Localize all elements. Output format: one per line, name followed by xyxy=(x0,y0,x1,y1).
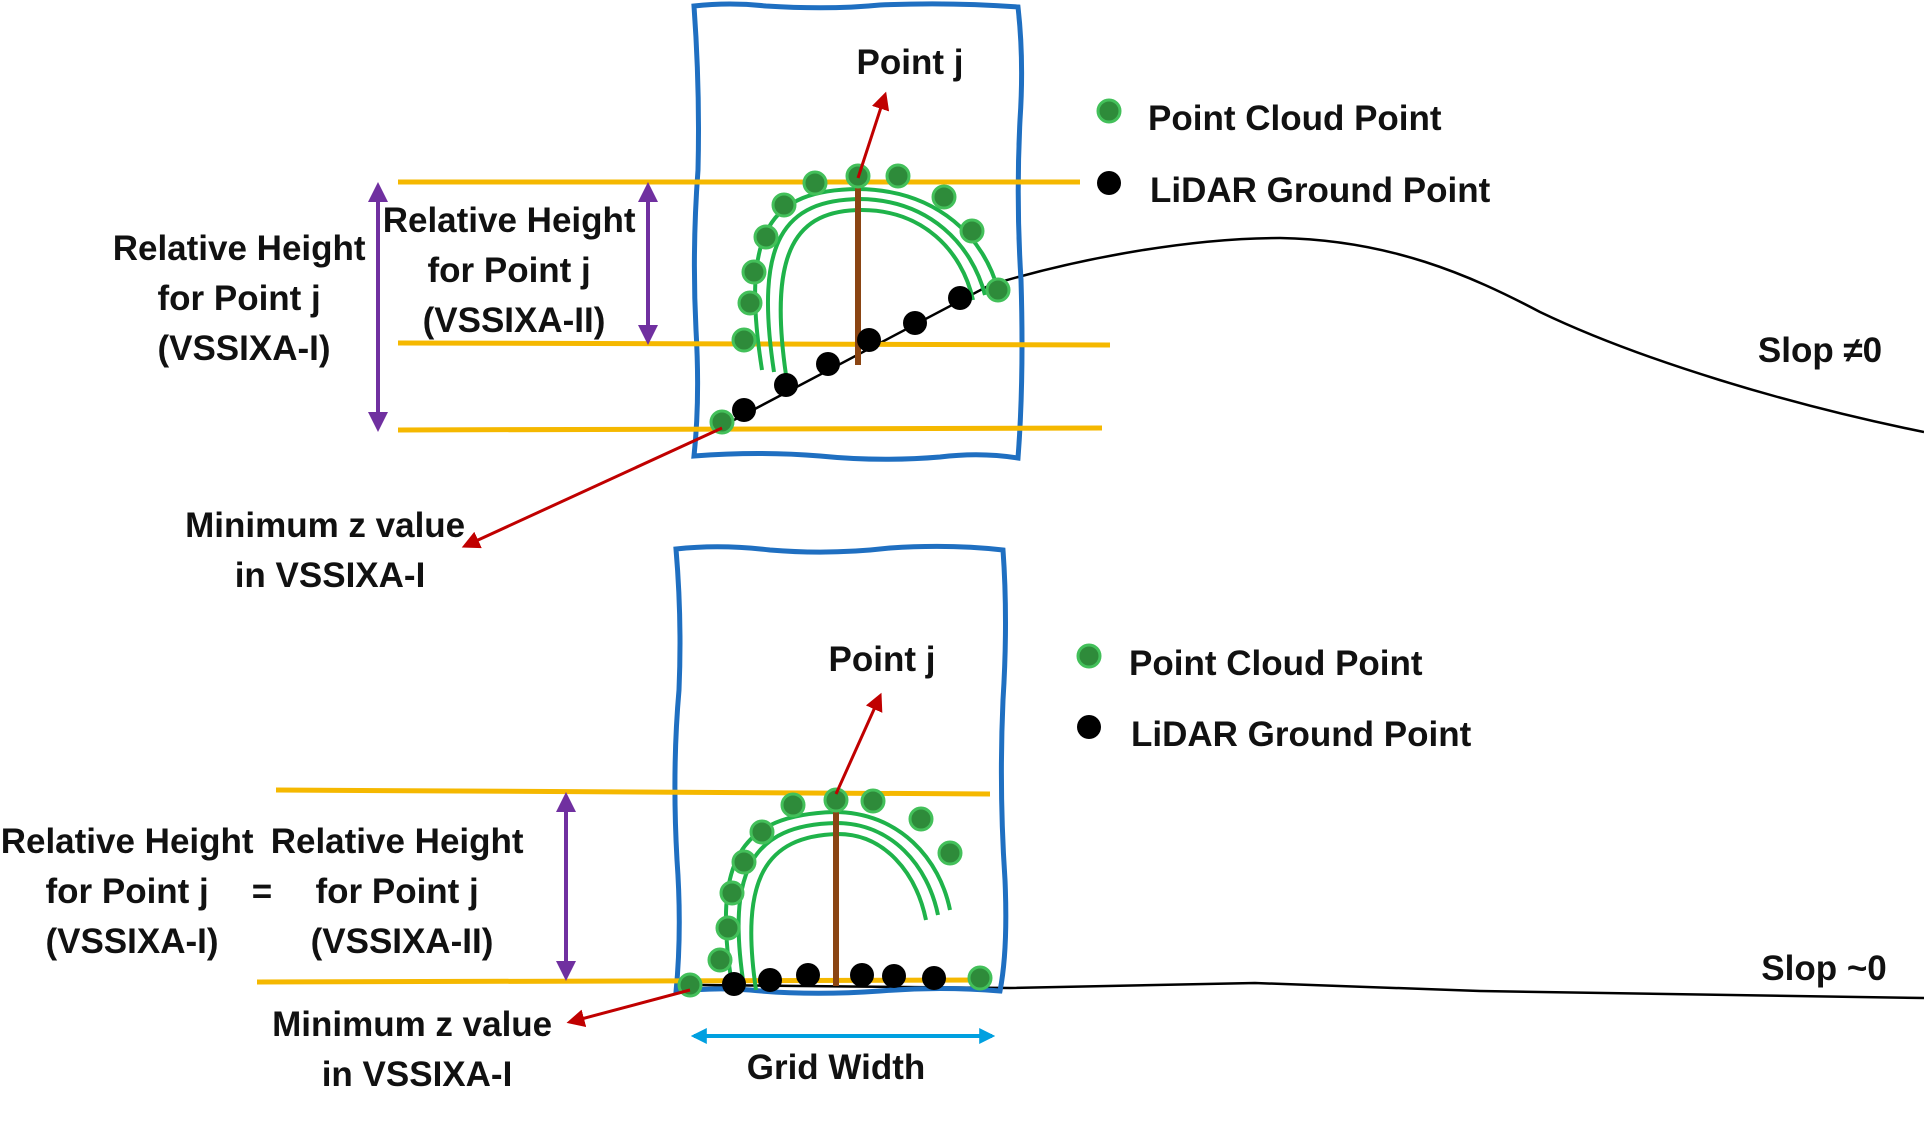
top-point-cloud-points xyxy=(709,163,1011,435)
top-panel: Point j Point Cloud Point LiDAR Ground P… xyxy=(113,1,1924,595)
bottom-rh-vssixa-i-line-1: Relative Height xyxy=(1,822,254,861)
bottom-equals-sign: = xyxy=(252,872,272,911)
bottom-point-j-label: Point j xyxy=(829,640,936,679)
top-legend-ground-icon xyxy=(1097,171,1121,195)
top-legend-point-cloud-label: Point Cloud Point xyxy=(1148,99,1442,138)
top-grid-cell xyxy=(691,1,1025,462)
bottom-rh-vssixa-i-line-3: (VSSIXA-I) xyxy=(45,922,218,961)
bottom-threshold-line-lower xyxy=(256,977,991,985)
top-min-z-line-2: in VSSIXA-I xyxy=(235,556,426,595)
top-rh-vssixa-ii-line-1: Relative Height xyxy=(383,201,636,240)
bottom-min-z-line-2: in VSSIXA-I xyxy=(322,1055,513,1094)
top-min-z-label: Minimum z value in VSSIXA-I xyxy=(185,506,475,595)
top-rh-vssixa-ii-line-3: (VSSIXA-II) xyxy=(423,301,606,340)
bottom-legend-ground-label: LiDAR Ground Point xyxy=(1131,715,1472,754)
top-rh-vssixa-ii-line-2: for Point j xyxy=(427,251,590,290)
top-rh-vssixa-i-line-3: (VSSIXA-I) xyxy=(157,329,330,368)
bottom-ground-points xyxy=(722,963,946,996)
bottom-grid-cell xyxy=(672,543,1009,996)
top-legend-point-cloud-icon xyxy=(1096,98,1122,124)
bottom-grid-width-label: Grid Width xyxy=(747,1048,926,1087)
bottom-legend-point-cloud-label: Point Cloud Point xyxy=(1129,644,1423,683)
top-terrain-line xyxy=(714,236,1924,434)
top-threshold-line-lower xyxy=(397,425,1103,433)
bottom-rh-vssixa-i-label: Relative Height for Point j (VSSIXA-I) xyxy=(1,822,264,961)
top-point-j-arrow xyxy=(856,91,890,179)
top-min-z-arrow xyxy=(461,426,723,549)
top-rh-vssixa-i-line-2: for Point j xyxy=(157,279,320,318)
bottom-point-j-arrow xyxy=(834,692,883,795)
top-legend-ground-label: LiDAR Ground Point xyxy=(1150,171,1491,210)
top-rh-vssixa-ii-label: Relative Height for Point j (VSSIXA-II) xyxy=(383,201,646,340)
bottom-panel: Point j Point Cloud Point LiDAR Ground P… xyxy=(1,543,1924,1094)
bottom-rh-vssixa-ii-label: Relative Height for Point j (VSSIXA-II) xyxy=(271,822,534,961)
bottom-slope-label: Slop ~0 xyxy=(1761,949,1886,988)
bottom-min-z-line-1: Minimum z value xyxy=(272,1005,552,1044)
bottom-legend-ground-icon xyxy=(1077,715,1101,739)
top-rh-vssixa-i-label: Relative Height for Point j (VSSIXA-I) xyxy=(113,229,376,368)
bottom-legend: Point Cloud Point LiDAR Ground Point xyxy=(1076,643,1472,754)
top-min-z-line-1: Minimum z value xyxy=(185,506,465,545)
bottom-legend-point-cloud-icon xyxy=(1076,643,1102,669)
top-ground-points xyxy=(732,286,972,422)
top-point-j-label: Point j xyxy=(857,43,964,82)
bottom-min-z-label: Minimum z value in VSSIXA-I xyxy=(272,1005,562,1094)
bottom-rh-vssixa-ii-line-1: Relative Height xyxy=(271,822,524,861)
top-slope-label: Slop ≠0 xyxy=(1758,331,1882,370)
bottom-point-cloud-points xyxy=(677,787,993,998)
bottom-rh-vssixa-i-line-2: for Point j xyxy=(45,872,208,911)
bottom-rh-vssixa-ii-line-2: for Point j xyxy=(315,872,478,911)
top-legend: Point Cloud Point LiDAR Ground Point xyxy=(1096,98,1491,210)
bottom-min-z-arrow xyxy=(566,988,691,1027)
top-rh-vssixa-i-line-1: Relative Height xyxy=(113,229,366,268)
bottom-rh-vssixa-ii-line-3: (VSSIXA-II) xyxy=(311,922,494,961)
